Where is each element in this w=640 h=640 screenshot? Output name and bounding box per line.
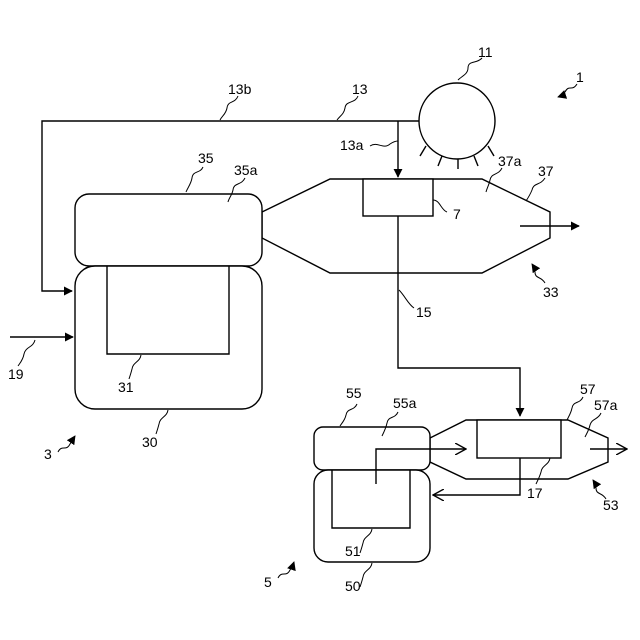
label-13: 13 xyxy=(352,81,368,97)
label-55: 55 xyxy=(346,385,362,401)
fan-11-spoke xyxy=(474,156,478,166)
leader-57 xyxy=(567,397,583,420)
label-7: 7 xyxy=(453,206,461,222)
label-17: 17 xyxy=(527,485,543,501)
leader-13b xyxy=(220,96,238,120)
leader-37 xyxy=(526,178,545,201)
sensor-17 xyxy=(477,420,561,458)
sensor-7 xyxy=(363,179,433,216)
label-13a: 13a xyxy=(340,137,364,153)
label-5: 5 xyxy=(264,574,272,590)
fan-11-spoke xyxy=(438,156,442,166)
label-51: 51 xyxy=(345,543,361,559)
label-1: 1 xyxy=(576,69,584,85)
ref-arrow-5 xyxy=(278,562,294,578)
label-37: 37 xyxy=(538,163,554,179)
unit-35 xyxy=(75,194,262,266)
fan-11-spoke xyxy=(488,146,494,156)
label-37a: 37a xyxy=(498,153,522,169)
label-31: 31 xyxy=(118,379,134,395)
label-30: 30 xyxy=(142,434,158,450)
label-33: 33 xyxy=(543,284,559,300)
leader-15 xyxy=(399,290,414,308)
leader-13a xyxy=(370,141,398,146)
ref-arrow-3 xyxy=(58,436,75,452)
leader-30 xyxy=(156,410,168,434)
leader-11 xyxy=(458,58,482,80)
leader-13 xyxy=(337,96,358,120)
label-15: 15 xyxy=(416,304,432,320)
fan-11-spoke xyxy=(420,146,426,156)
ref-arrow-33 xyxy=(532,264,545,283)
label-55a: 55a xyxy=(393,395,417,411)
leader-50 xyxy=(360,563,372,587)
leader-55 xyxy=(340,404,357,426)
label-50: 50 xyxy=(345,578,361,594)
label-35a: 35a xyxy=(234,162,258,178)
ref-arrow-1 xyxy=(558,84,577,97)
label-57: 57 xyxy=(580,381,596,397)
leader-19 xyxy=(18,340,35,366)
label-19: 19 xyxy=(8,366,24,382)
label-11: 11 xyxy=(478,44,493,60)
leader-35 xyxy=(186,167,203,192)
label-3: 3 xyxy=(44,446,52,462)
unit-30 xyxy=(75,266,262,409)
fan-11 xyxy=(419,83,495,159)
label-53: 53 xyxy=(603,497,619,513)
label-35: 35 xyxy=(198,150,214,166)
label-57a: 57a xyxy=(594,397,618,413)
label-13b: 13b xyxy=(228,81,252,97)
